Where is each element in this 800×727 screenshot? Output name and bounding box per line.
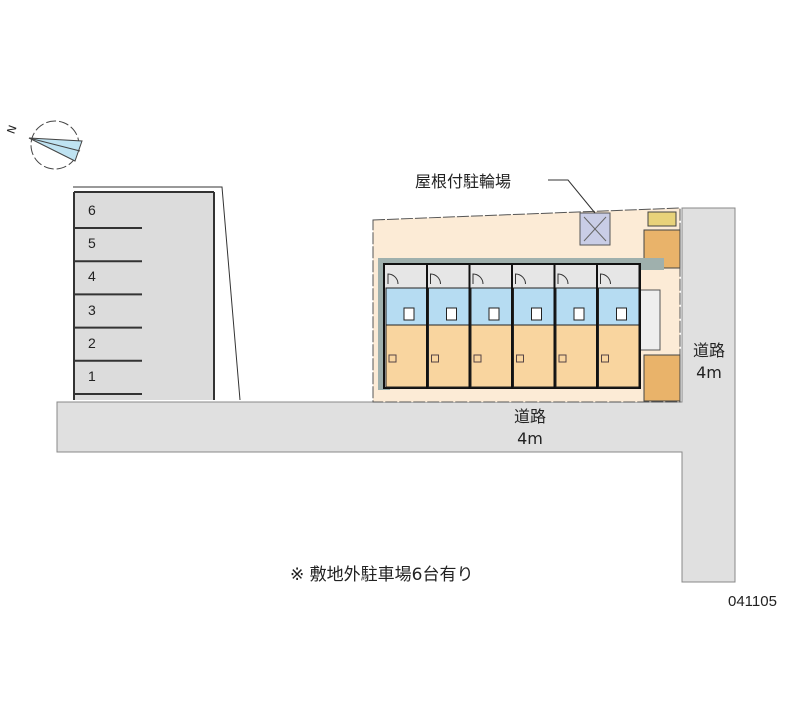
plan-code: 041105 bbox=[728, 593, 777, 610]
parking-lot bbox=[73, 186, 241, 401]
parking-note: ※ 敷地外駐車場6台有り bbox=[290, 565, 474, 585]
apartment-unit bbox=[555, 264, 598, 388]
parking-slot-5: 5 bbox=[88, 235, 96, 252]
parking-slot-2: 2 bbox=[88, 334, 96, 351]
apartment-unit bbox=[385, 264, 428, 388]
apartment-unit bbox=[513, 264, 556, 388]
road-east-width: 4m bbox=[696, 363, 722, 382]
road-south-label: 道路 4m bbox=[500, 406, 560, 450]
parking-slot-3: 3 bbox=[88, 301, 96, 318]
parking-slot-1: 1 bbox=[88, 368, 96, 384]
parking-slot-6: 6 bbox=[88, 202, 96, 218]
apartment-unit bbox=[428, 264, 471, 388]
road-south-width: 4m bbox=[517, 429, 543, 448]
road-east-name: 道路 bbox=[692, 341, 725, 360]
road-area bbox=[56, 207, 736, 583]
apartment-unit bbox=[598, 264, 641, 388]
compass-icon bbox=[28, 120, 83, 170]
bicycle-parking-label: 屋根付駐輪場 bbox=[415, 172, 512, 191]
road-south-name: 道路 bbox=[513, 407, 546, 426]
apartment-unit bbox=[470, 264, 513, 388]
road-east-label: 道路 4m bbox=[684, 340, 734, 384]
parking-slot-4: 4 bbox=[88, 268, 96, 285]
